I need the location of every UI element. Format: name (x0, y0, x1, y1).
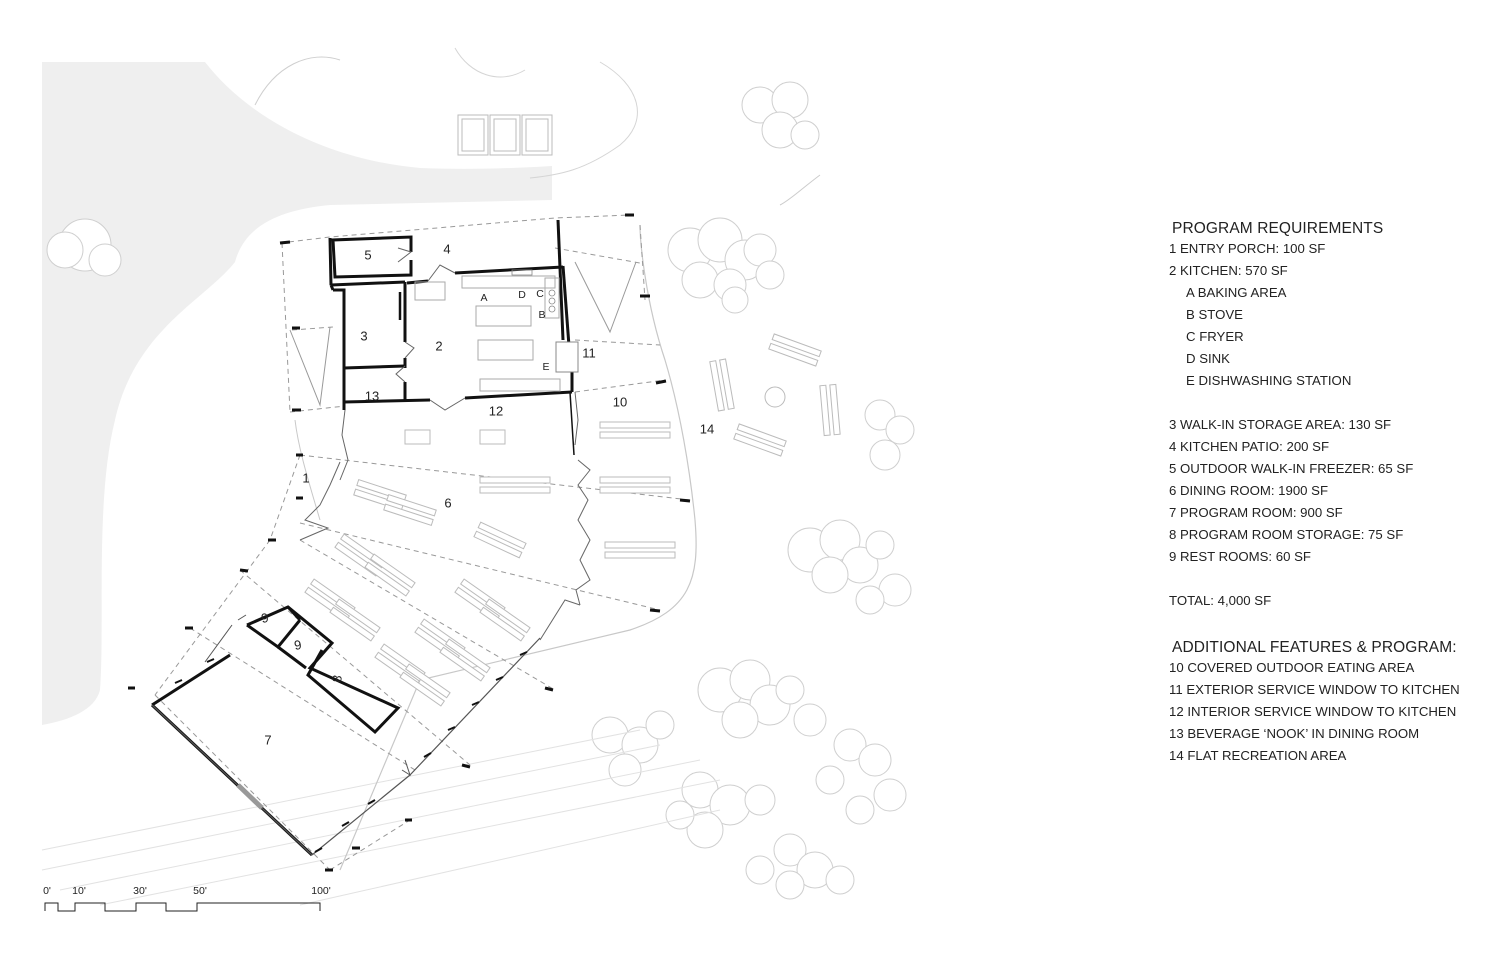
room-label-11: 11 (582, 345, 596, 360)
legend-item: 7 PROGRAM ROOM: 900 SF (1169, 505, 1343, 520)
legend-item: 8 PROGRAM ROOM STORAGE: 75 SF (1169, 527, 1404, 542)
room-label-10: 10 (613, 394, 627, 409)
room-label-14: 14 (700, 421, 714, 436)
legend-item: 3 WALK-IN STORAGE AREA: 130 SF (1169, 417, 1392, 432)
program-room-dividers (204, 614, 411, 777)
program-legend: PROGRAM REQUIREMENTS 1 ENTRY PORCH: 100 … (1169, 220, 1489, 767)
legend-subitem: B STOVE (1186, 307, 1243, 322)
room-label-7: 7 (264, 732, 271, 747)
legend-item: 4 KITCHEN PATIO: 200 SF (1169, 439, 1329, 454)
kitchen-counters (414, 275, 561, 392)
additional-list: 10 COVERED OUTDOOR EATING AREA 11 EXTERI… (1169, 657, 1489, 767)
road-curb (779, 174, 821, 206)
road (42, 62, 552, 725)
kitchen-label-c: C (536, 288, 544, 300)
room-label-9b: 9 (293, 637, 303, 653)
legend-item: 12 INTERIOR SERVICE WINDOW TO KITCHEN (1169, 704, 1457, 719)
room-labels: 1 2 3 4 5 6 7 8 9 9 10 11 12 13 14 A B C… (260, 241, 714, 747)
legend-subitem: D SINK (1186, 351, 1230, 366)
stove (548, 289, 556, 313)
room-label-5: 5 (364, 247, 371, 262)
field-lines (41, 729, 721, 906)
legend-subitem: E DISHWASHING STATION (1186, 373, 1352, 388)
wall-posts (174, 651, 528, 853)
kitchen-label-d: D (518, 289, 526, 301)
dash-markers (128, 213, 691, 872)
scale-bar: 0' 10' 30' 50' 100' (43, 885, 331, 912)
kitchen-label-e: E (542, 361, 549, 373)
scale-label-50: 50' (193, 885, 207, 897)
site-boundary (294, 419, 321, 521)
scale-label-0: 0' (43, 885, 51, 897)
program-room-glazing (236, 783, 264, 810)
storage-restrooms (246, 605, 401, 735)
program-room-walls (151, 637, 541, 856)
kitchen-label-a: A (480, 292, 487, 304)
kitchen-label-b: B (538, 309, 545, 321)
scale-label-10: 10' (72, 885, 86, 897)
doors (395, 247, 466, 411)
road-curb (254, 56, 341, 106)
sink (511, 269, 533, 276)
legend-item: 6 DINING ROOM: 1900 SF (1169, 483, 1329, 498)
room-label-6: 6 (444, 495, 451, 510)
room-label-4: 4 (443, 241, 450, 256)
legend-title: PROGRAM REQUIREMENTS (1172, 220, 1384, 237)
legend-subitem: A BAKING AREA (1186, 285, 1287, 300)
room-label-13: 13 (365, 388, 379, 403)
scale-label-30: 30' (133, 885, 147, 897)
legend-item: 9 REST ROOMS: 60 SF (1169, 549, 1311, 564)
room-label-8: 8 (329, 674, 345, 684)
room-label-1: 1 (302, 470, 309, 485)
legend-item: 2 KITCHEN: 570 SF (1169, 263, 1288, 278)
road-curb (529, 61, 638, 179)
legend-title-additional: ADDITIONAL FEATURES & PROGRAM: (1172, 639, 1457, 656)
parking-stalls (457, 114, 553, 156)
legend-item: 14 FLAT RECREATION AREA (1169, 748, 1347, 763)
legend-subitem: C FRYER (1186, 329, 1244, 344)
program-room (150, 653, 314, 857)
legend-item: 5 OUTDOOR WALK-IN FREEZER: 65 SF (1169, 461, 1414, 476)
road-curb (454, 47, 526, 78)
room-label-9a: 9 (260, 610, 270, 626)
site-boundary (339, 224, 697, 871)
patio-braces (289, 261, 637, 407)
service-window (555, 341, 579, 373)
trees (46, 81, 915, 900)
legend-item: 13 BEVERAGE ‘NOOK’ IN DINING ROOM (1169, 726, 1420, 741)
legend-item: 1 ENTRY PORCH: 100 SF (1169, 241, 1326, 256)
scale-label-100: 100' (311, 885, 331, 897)
legend-item: 10 COVERED OUTDOOR EATING AREA (1169, 660, 1415, 675)
legend-total: TOTAL: 4,000 SF (1169, 593, 1272, 608)
program-list: 1 ENTRY PORCH: 100 SF 2 KITCHEN: 570 SF … (1169, 238, 1489, 568)
legend-item: 11 EXTERIOR SERVICE WINDOW TO KITCHEN (1169, 682, 1460, 697)
dining-tables (304, 333, 841, 707)
room-label-3: 3 (360, 328, 367, 343)
folding-walls (299, 391, 591, 641)
room-label-2: 2 (435, 338, 442, 353)
room-label-12: 12 (489, 403, 503, 418)
folding-walls (569, 391, 575, 456)
